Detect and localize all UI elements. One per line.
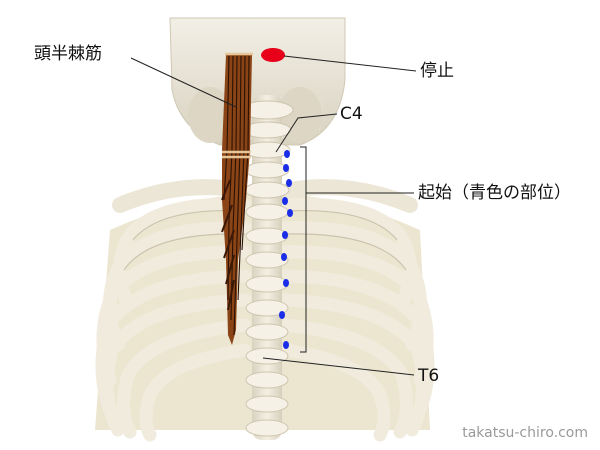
origin-dot (287, 209, 293, 217)
origin-dot (282, 231, 288, 239)
origin-dot (282, 197, 288, 205)
origin-dot (281, 253, 287, 261)
origin-dot (283, 341, 289, 349)
origin-dot (283, 164, 289, 172)
insertion-label: 停止 (420, 61, 454, 81)
insertion-leader-line (283, 55, 417, 72)
semispinalis-capitis-muscle (221, 52, 253, 345)
t6-leader-line (262, 357, 415, 376)
origin-dot (283, 279, 289, 287)
c4-leader-line (275, 113, 338, 153)
origin-dots (279, 150, 293, 349)
origin-dot (279, 311, 285, 319)
spine (240, 95, 294, 440)
insertion-marker (261, 48, 285, 62)
t6-label: T6 (418, 366, 440, 386)
leader-lines (130, 55, 417, 376)
origin-bracket (300, 146, 307, 353)
rib-cage (95, 179, 435, 442)
muscle-label: 頭半棘筋 (34, 44, 102, 64)
origin-dot (284, 150, 290, 158)
origin-dot (286, 179, 292, 187)
muscle-leader-line (130, 57, 237, 108)
c4-label: C4 (340, 104, 363, 124)
origin-label: 起始（青色の部位） (418, 183, 571, 203)
watermark: takatsu-chiro.com (462, 425, 588, 441)
